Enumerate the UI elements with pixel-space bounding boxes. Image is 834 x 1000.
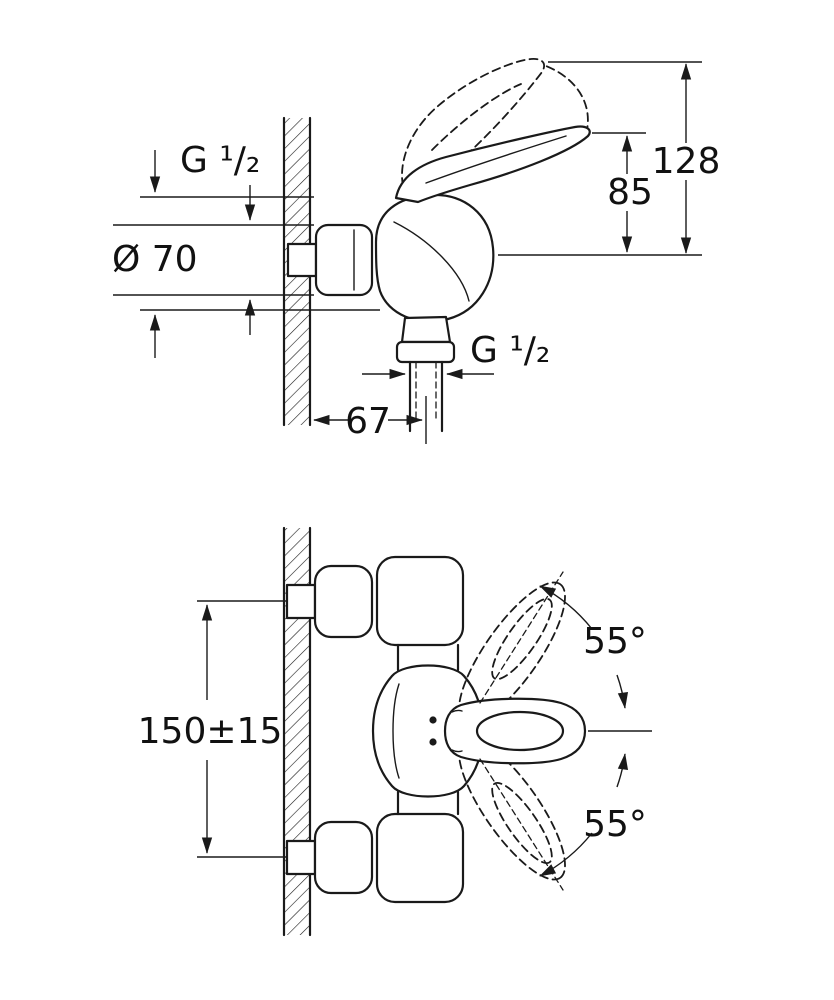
coupling-nut-side xyxy=(395,340,456,364)
cartridge-body-front xyxy=(371,664,485,798)
dim-label-diameter: Ø 70 xyxy=(112,239,198,280)
dim-label-128: 128 xyxy=(652,141,721,182)
angle-arc-up xyxy=(539,585,593,630)
dim-label-67: 67 xyxy=(345,401,391,442)
lever-contour-line xyxy=(425,135,567,184)
dim-label-85: 85 xyxy=(607,172,653,213)
outlet-side xyxy=(395,315,456,433)
indicator-dot xyxy=(429,716,437,724)
outlet-cone xyxy=(400,315,452,344)
cartridge-body-side xyxy=(374,193,495,323)
union-nut-side xyxy=(286,242,318,278)
escutcheon-bottom xyxy=(313,820,374,895)
dim-label-thread-top: G ¹/₂ xyxy=(180,140,260,181)
dim-label-150: 150±15 xyxy=(138,711,283,752)
mixer-body-front xyxy=(285,555,587,904)
body-contour-line xyxy=(393,221,470,302)
inlet-block-top xyxy=(375,555,465,647)
body-detail-mark xyxy=(451,749,463,753)
union-nut-top xyxy=(285,583,317,620)
angle-arc-down xyxy=(616,753,629,788)
front-view: 150±15 55° 55° xyxy=(138,526,652,937)
handle-hole xyxy=(475,710,565,752)
escutcheon-side xyxy=(314,223,374,297)
angle-radial-down xyxy=(479,758,564,891)
mixer-body-side xyxy=(286,58,591,433)
dimensions-side: G ¹/₂ Ø 70 85 128 G ¹/₂ 67 xyxy=(112,61,721,444)
angle-arc-down xyxy=(539,832,593,877)
body-contour-line-front xyxy=(392,683,400,779)
escutcheon-top xyxy=(313,564,374,639)
dim-label-angle-up: 55° xyxy=(583,621,647,662)
dimensions-front: 150±15 55° 55° xyxy=(138,571,652,891)
inlet-block-bottom xyxy=(375,812,465,904)
dim-label-angle-down: 55° xyxy=(583,804,647,845)
indicator-dot xyxy=(429,738,437,746)
angle-arc-up xyxy=(616,674,629,709)
union-nut-bottom xyxy=(285,839,317,876)
dim-label-thread-bottom: G ¹/₂ xyxy=(470,330,550,371)
side-view: G ¹/₂ Ø 70 85 128 G ¹/₂ 67 xyxy=(112,58,721,444)
angle-radial-up xyxy=(479,571,564,704)
body-detail-mark xyxy=(451,709,463,713)
lever-motion-arc xyxy=(545,65,589,135)
lever-raised-dashed xyxy=(401,58,589,190)
lever-side xyxy=(394,125,591,204)
